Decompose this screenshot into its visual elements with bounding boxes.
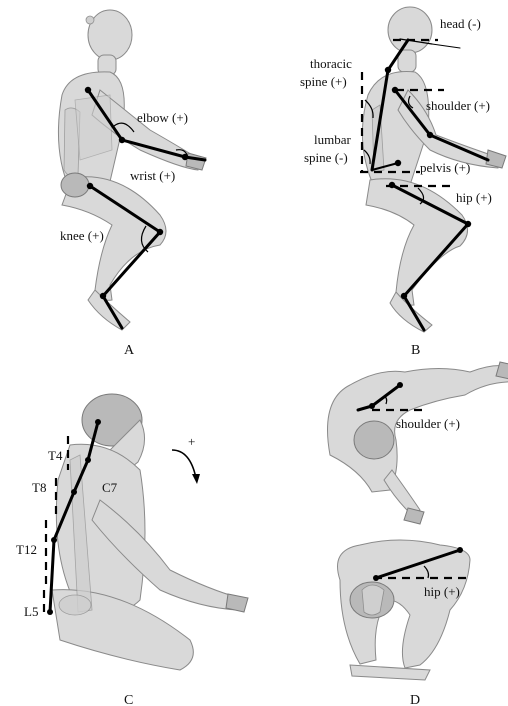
panel-d: shoulder (+) hip (+) D [328,362,508,706]
t8-label: T8 [32,480,46,495]
panel-b: head (-) thoracic spine (+) shoulder (+)… [300,7,506,358]
lumbar-label-line2: spine (-) [304,150,348,165]
hip-label: hip (+) [456,190,492,205]
shoulder-label: shoulder (+) [426,98,490,113]
panel-c-body [52,394,248,670]
shoulder-label: shoulder (+) [396,416,460,431]
hip-label: hip (+) [424,584,460,599]
elbow-label: elbow (+) [137,110,188,125]
lumbar-label-line1: lumbar [314,132,351,147]
panel-c: T4 T8 C7 T12 L5 + C [16,394,248,706]
pelvis-label: pelvis (+) [420,160,470,175]
t4-label: T4 [48,448,63,463]
thoracic-label-line2: spine (+) [300,74,347,89]
c7-label: C7 [102,480,118,495]
rotation-arrow [172,450,196,478]
head-label: head (-) [440,16,481,31]
panel-d-label: D [410,693,420,706]
panel-d-top-view [328,362,508,524]
wrist-label: wrist (+) [130,168,175,183]
l5-label: L5 [24,604,38,619]
panel-a: elbow (+) wrist (+) knee (+) A [58,10,206,358]
panel-d-bottom-view [338,540,471,680]
panel-a-label: A [124,343,135,358]
knee-label: knee (+) [60,228,104,243]
thoracic-label-line1: thoracic [310,56,352,71]
panel-c-label: C [124,693,133,706]
rotation-sign: + [188,434,195,449]
t12-label: T12 [16,542,37,557]
panel-b-label: B [411,343,420,358]
